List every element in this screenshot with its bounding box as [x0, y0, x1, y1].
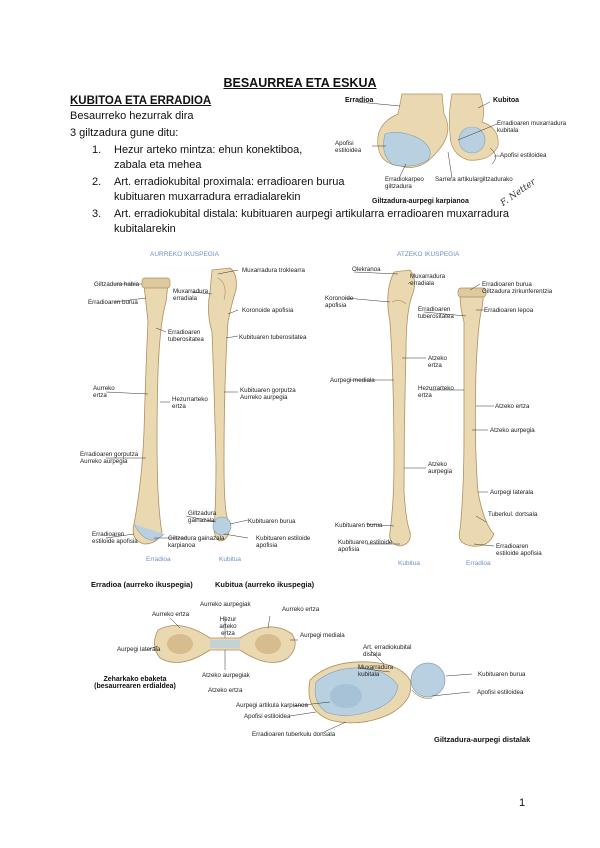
label-erradioaren-estiloide-back: Erradioaren estiloide apofisia: [496, 543, 542, 557]
label-kubituaren-estiloide: Kubituaren estiloide apofisia: [256, 535, 311, 549]
label-erradioaren-burua-back: Erradioaren burua Giltzadura zirkunferen…: [482, 281, 553, 295]
list-number: 1.: [92, 144, 102, 156]
bone-label-erradioa-back: Erradioa: [466, 560, 491, 567]
bone-label-kubitua: Kubitua: [219, 556, 242, 563]
label-atzeko-ertza: Atzeko ertza: [428, 355, 447, 369]
label-kubituaren-gorputza: Kubituaren gorputza Aurreko aurpegia: [240, 387, 296, 401]
label-giltzadura-karpianoa: Giltzadura gainazala karpianoa: [168, 535, 225, 549]
list-item: 2. Art. erradiokubital proximala: erradi…: [92, 175, 532, 205]
label-muxarradura-erradiala: Muxarradura erradiala: [173, 288, 209, 302]
bone-label-kubitua-back: Kubitua: [398, 560, 421, 567]
list-text-line: kubitalarekin: [114, 223, 176, 235]
label-atzeko-ertza-2: Atzeko ertza: [495, 403, 530, 410]
label-atzeko-aurpegia-2: Atzeko aurpegia: [490, 427, 535, 434]
label-erradioaren-lepoa: Erradioaren lepoa: [484, 307, 534, 314]
label-kubitoa: Kubitoa: [493, 97, 520, 104]
label-hezurrarteko-ertza: Hezurrarteko ertza: [172, 396, 208, 410]
label-aurreko-ertza-r: Aurreko ertza: [282, 606, 320, 613]
intro-line-2: 3 giltzadura gune ditu:: [70, 127, 179, 139]
label-atzeko-ertza-section: Atzeko ertza: [208, 687, 243, 694]
label-tuberkul-dortsala: Tuberkul. dortsala: [488, 511, 538, 518]
label-koronoide-apofisia: Koronoide apofisia: [242, 307, 294, 314]
radius-ulna-back-illustration: [345, 269, 495, 547]
label-atzeko-aurpegia: Atzeko aurpegia: [428, 461, 453, 475]
label-aurreko-ertza: Aurreko ertza: [93, 385, 115, 399]
label-aurpegi-artikula: Aurpegi artikula karpianoa: [236, 702, 308, 709]
label-olekranoa: Olekranoa: [352, 266, 381, 273]
label-erradioaren-burua: Erradioaren burua: [88, 299, 138, 306]
label-giltzadura-gainazala: Giltzadura gainazala: [188, 510, 217, 524]
label-kubituaren-tuberositatea: Kubituaren tuberositatea: [239, 334, 307, 341]
carpal-surface-illustration: [357, 93, 500, 179]
label-muxarradura-troklearra: Muxarradura troklearra: [242, 267, 305, 274]
label-muxarradura-kubitala: Muxarradura kubitala: [358, 664, 394, 678]
front-view-label: AURREKO IKUSPEGIA: [150, 251, 219, 258]
label-aurreko-aurpegiak: Aurreko aurpegiak: [200, 601, 251, 608]
label-art-erradiokubital-distala: Art. erradiokubital distala: [363, 644, 412, 658]
intro-line-1: Besaurreko hezurrak dira: [70, 110, 194, 122]
label-erradioaren-tuberositatea: Erradioaren tuberositatea: [168, 329, 204, 343]
list-item: 3. Art. erradiokubital distala: kubituar…: [92, 207, 532, 237]
label-erradioaren-gorputza: Erradioaren gorputza Aurreko aurpegia: [80, 451, 139, 465]
label-aurreko-ertza-l: Aurreko ertza: [152, 611, 190, 618]
label-aurpegi-mediala-section: Aurpegi mediala: [300, 632, 345, 639]
label-erradioaren-estiloide: Erradioaren estiloide apofisia: [92, 531, 138, 545]
distal-caption: Giltzadura-aurpegi distalak: [434, 735, 531, 744]
label-muxarradura: Erradioaren muxarradura kubitala: [497, 120, 567, 134]
list-number: 3.: [92, 208, 102, 220]
cross-section-illustration: [145, 615, 298, 670]
label-aurpegi-laterala-section: Aurpegi laterala: [117, 646, 161, 653]
list-text-line: kubituaren muxarradura erradialarekin: [114, 191, 301, 203]
caption-left: Erradioa (aurreko ikuspegia): [91, 580, 193, 589]
label-muxarradura-erradiala-back: Muxarradura erradiala: [410, 273, 446, 287]
label-aurpegi-laterala: Aurpegi laterala: [490, 489, 534, 496]
label-hezurrarteko-back: Hezurrarteko ertza: [418, 385, 454, 399]
list-text-line: Art. erradiokubital distala: kubituaren …: [114, 208, 509, 220]
label-sarrera: Sarrera artikulargiltzadurako: [435, 176, 513, 183]
page-title: BESAURREA ETA ESKUA: [223, 76, 377, 90]
list-text-line: Art. erradiokubital proximala: erradioar…: [114, 176, 345, 188]
label-hezur-arteko-ertza: Hezur arteko ertza: [219, 616, 237, 637]
label-kubituaren-burua-distal: Kubituaren burua: [478, 671, 526, 678]
label-apofisi-odoa: Apofisi estiloidea: [477, 689, 524, 696]
label-apofisi-left: Apofisi estiloidea: [335, 140, 362, 154]
list-item: 1. Hezur arteko mintza: ehun konektiboa,…: [92, 143, 532, 173]
label-kubituaren-burua-back: Kubituaren burua: [335, 522, 383, 529]
label-erradioaren-tuberkulu: Erradioaren tuberkulu dortsala: [252, 731, 336, 738]
label-erradioaren-tuberositatea-back: Erradioaren tuberositatea: [418, 306, 454, 320]
list-number: 2.: [92, 176, 102, 188]
label-apofisi: Apofisi estiloidea: [500, 152, 547, 159]
section-caption: Zeharkako ebaketa (besaurrearen erdialde…: [94, 676, 176, 690]
label-erradiokarpeo: Erradiokarpeo giltzadura: [385, 176, 424, 190]
carpal-caption: Giltzadura-aurpegi karpianoa: [372, 198, 469, 205]
label-atzeko-aurpegiak: Atzeko aurpegiak: [202, 672, 250, 679]
caption-right: Kubitua (aurreko ikuspegia): [215, 580, 315, 589]
label-giltzadura-habia: Giltzadura habia: [94, 281, 140, 288]
label-aurpegi-mediala: Aurpegi mediala: [330, 377, 375, 384]
joint-list: 1. Hezur arteko mintza: ehun konektiboa,…: [92, 143, 532, 237]
section-heading: KUBITOA ETA ERRADIOA: [70, 95, 212, 107]
list-text-line: Hezur arteko mintza: ehun konektiboa,: [114, 144, 303, 156]
radius-ulna-front-illustration: [105, 267, 249, 545]
page-number: 1: [519, 797, 526, 809]
label-kubituaren-burua: Kubituaren burua: [248, 518, 296, 525]
label-kubituaren-estiloide-back: Kubituaren estiloide apofisia: [338, 539, 393, 553]
distal-surface-illustration: [289, 649, 473, 733]
label-koronoide-back: Koronoide apofisia: [325, 295, 354, 309]
back-view-label: ATZEKO IKUSPEGIA: [397, 251, 460, 258]
label-erradioa: Erradioa: [345, 97, 374, 104]
label-apofisi-estiloidea: Apofisi estiloidea: [244, 713, 291, 720]
list-text-line: zabala eta mehea: [114, 159, 202, 171]
bone-label-erradioa: Erradioa: [146, 556, 171, 563]
